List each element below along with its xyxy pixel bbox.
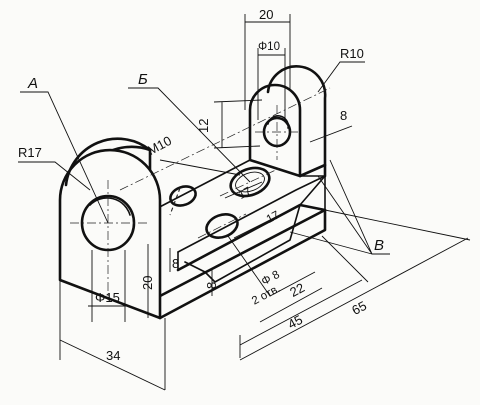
- small-hole-inner: [267, 115, 289, 129]
- dim-12-line: [213, 99, 263, 149]
- small-lug-join: [298, 163, 327, 178]
- dim-45-line: [239, 235, 369, 358]
- dim-r17-leader: [18, 161, 91, 191]
- small-lug-front: [248, 83, 302, 178]
- label-a-leader: [20, 91, 109, 224]
- dim-8-lug: [309, 125, 353, 143]
- text-base-width: 34: [106, 348, 120, 363]
- base-right-edge: [158, 208, 327, 320]
- label-v-leader: [289, 159, 390, 255]
- big-lug-front: [58, 148, 162, 320]
- threaded-hole-inner: [235, 171, 265, 193]
- text-hole-spacing: 22: [287, 280, 307, 300]
- axis-long: [119, 87, 331, 191]
- dim-22-line: [259, 287, 323, 323]
- channel-edge-1: [177, 175, 326, 253]
- base-hole-2: [169, 185, 197, 207]
- text-lug-hole-dia: Φ10: [258, 41, 280, 53]
- base-hole-1: [205, 213, 239, 239]
- small-lug-back: [266, 65, 327, 178]
- label-v: В: [374, 237, 384, 254]
- label-a: A: [27, 75, 38, 92]
- dim-r10-leader: [317, 61, 365, 93]
- text-inner-length: 45: [285, 312, 305, 332]
- text-big-radius: R17: [18, 145, 42, 160]
- text-thread: M10: [145, 133, 174, 158]
- center-hole-1: [197, 213, 247, 239]
- text-big-hole-dia: Φ15: [95, 290, 120, 305]
- dim-17-a: [224, 181, 263, 199]
- base-long-edge: [176, 203, 327, 272]
- step-line: [184, 204, 301, 283]
- text-base-height: 8: [204, 282, 219, 289]
- dim-34-line: [59, 339, 166, 391]
- label-b: Б: [138, 71, 148, 88]
- threaded-hole: [229, 166, 271, 198]
- dim-65-line: [239, 209, 471, 361]
- big-lug-top-arc: [64, 137, 152, 187]
- dim-phi8-leader: [227, 235, 316, 297]
- text-slot-width-2: 17: [265, 209, 282, 226]
- dim-17-b: [233, 209, 291, 239]
- text-big-thickness: 8: [172, 256, 179, 271]
- text-lug-height: 12: [196, 119, 211, 133]
- label-b-leader: [128, 87, 251, 183]
- dim-m10-leader: [159, 159, 241, 176]
- center-thread: [219, 167, 281, 197]
- hidden-line-1: [169, 187, 181, 216]
- text-lug-thickness: 8: [340, 108, 347, 123]
- dim-phi15-ext: [91, 250, 126, 322]
- dim-20-ext: [244, 14, 291, 110]
- text-top-width: 20: [259, 7, 273, 22]
- text-big-height: 20: [140, 276, 155, 290]
- text-slot-width-1: 17: [237, 185, 254, 202]
- dim-34-ext: [59, 280, 166, 390]
- text-lug-radius: R10: [340, 46, 364, 61]
- dim-phi10-ext: [257, 48, 286, 120]
- big-hole-inner: [89, 197, 131, 216]
- text-overall-length: 65: [349, 298, 369, 318]
